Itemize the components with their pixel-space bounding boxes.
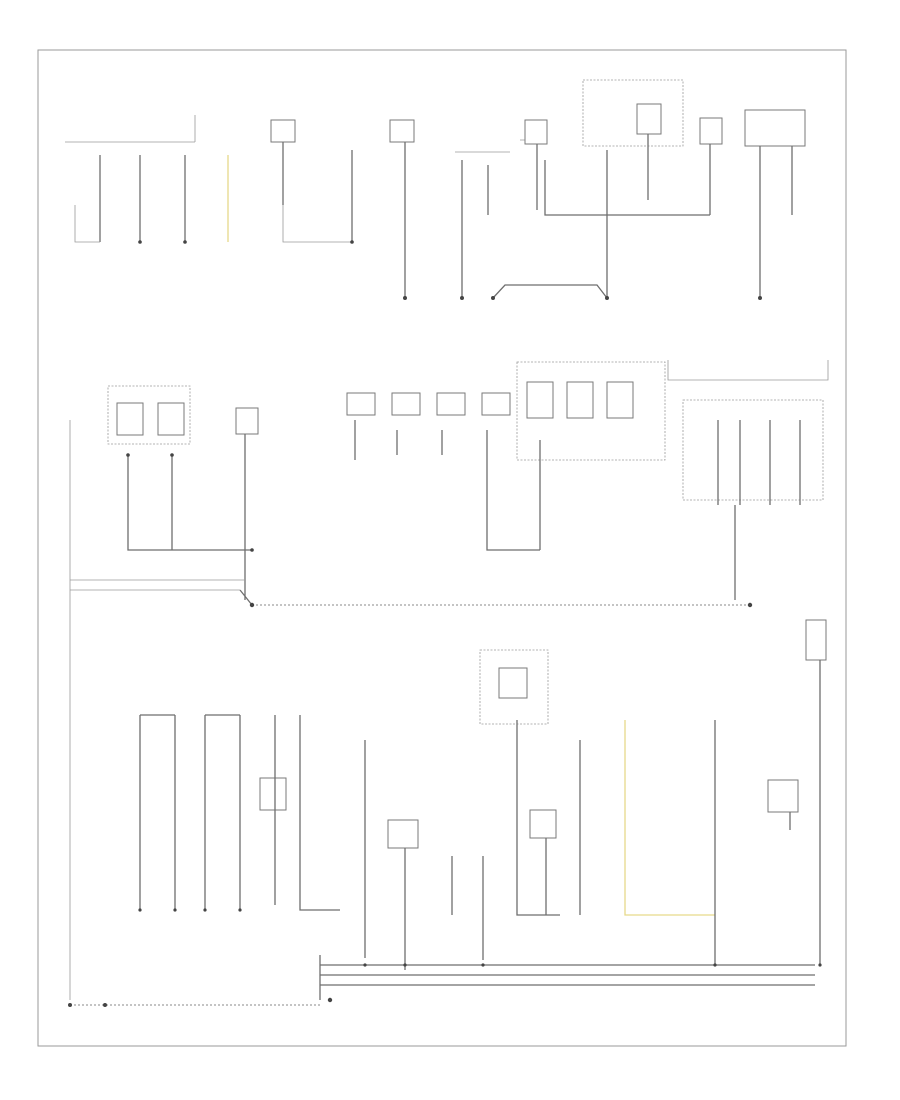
middle-section [69,360,829,1000]
component-box [391,392,421,416]
component-box [636,103,662,135]
component-box [566,381,594,419]
diagram-border [37,49,847,1047]
component-box [346,392,376,416]
component-box [116,402,144,436]
component-box [157,402,185,436]
component-box [805,619,827,661]
component-box [498,667,528,699]
top-section [65,79,806,300]
component-box [479,649,549,725]
bottom-section [68,619,827,1007]
component-box [699,117,723,145]
component-box [682,399,824,501]
component-box [526,381,554,419]
component-box [529,809,557,839]
component-box [582,79,684,147]
component-box [516,361,666,461]
component-box [436,392,466,416]
component-box [389,119,415,143]
component-box [259,777,287,811]
component-box [481,392,511,416]
component-box [270,119,296,143]
component-box [387,819,419,849]
component-box [524,119,548,145]
component-box [606,381,634,419]
component-box [767,779,799,813]
component-box [235,407,259,435]
component-box [744,109,806,147]
